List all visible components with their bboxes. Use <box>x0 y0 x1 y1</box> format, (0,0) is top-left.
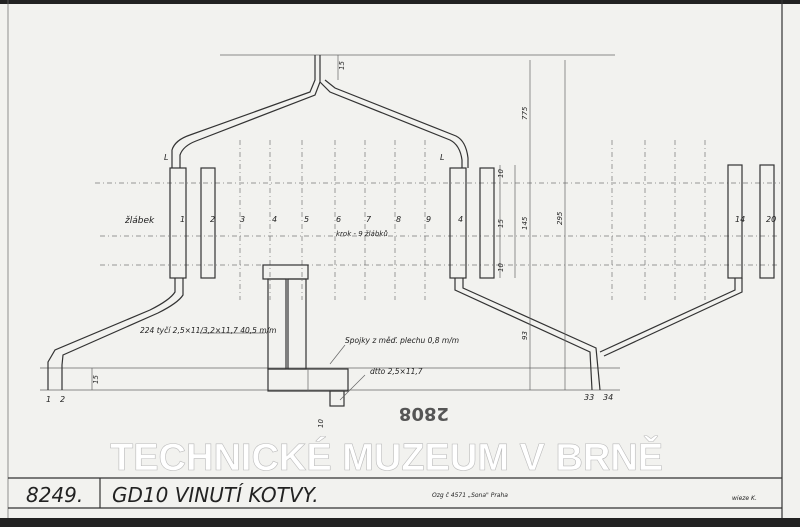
dimension-lines <box>91 55 566 390</box>
conductor-end: 34 <box>603 393 613 402</box>
slot-number: 8 <box>396 215 401 224</box>
dimension-value: 15 <box>497 219 505 228</box>
pitch-label: krok - 9 žlábků <box>336 230 388 238</box>
coil-left-half <box>47 55 321 390</box>
slot-number: 7 <box>366 215 372 224</box>
conductor-end: 2 <box>60 395 65 404</box>
dimension-value: 775 <box>521 106 529 120</box>
dimension-value: 145 <box>521 216 529 230</box>
origin-note: Ozg č 4571 „Sona" Praha <box>432 492 508 499</box>
dimension-value: 93 <box>521 331 529 340</box>
corner-mark: L <box>440 153 444 162</box>
conductor-end: 1 <box>46 395 51 404</box>
dimension-value: 15 <box>92 375 100 384</box>
slot-number: 4 <box>272 215 277 224</box>
drawing-title: GD10 VINUTÍ KOTVY. <box>112 483 319 507</box>
signature: wieze K. <box>732 495 757 502</box>
watermark: TECHNICKÉ MUZEUM V BRNĚ <box>110 435 663 479</box>
conductor-end: 33 <box>584 393 594 402</box>
slot-number: 1 <box>180 215 185 224</box>
ditto-label: dtto 2,5×11,7 <box>370 367 423 376</box>
connector-detail <box>200 264 366 407</box>
slot-number: 5 <box>304 215 309 224</box>
connectors-label: Spojky z měď. plechu 0,8 m/m <box>345 336 459 345</box>
dimension-value: 15 <box>338 61 346 70</box>
coil-right-half <box>319 79 775 391</box>
dimension-value: 10 <box>317 419 325 428</box>
mirrored-stamp: 2808 <box>399 403 449 424</box>
bars-label: 224 tyčí 2,5×11/3,2×11,7 40,5 m/m <box>140 326 276 335</box>
title-block: 8249. GD10 VINUTÍ KOTVY. Ozg č 4571 „Son… <box>8 477 782 509</box>
slot-number: 3 <box>240 215 245 224</box>
slot-label: žlábek <box>124 216 155 226</box>
dimension-value: 295 <box>556 211 564 225</box>
reference-lines <box>40 54 780 391</box>
corner-mark: L <box>164 153 168 162</box>
slot-number: 20 <box>766 215 776 224</box>
slot-number: 14 <box>735 215 745 224</box>
slot-number: 9 <box>426 215 431 224</box>
dimension-value: 10 <box>497 263 505 272</box>
slot-number: 6 <box>336 215 341 224</box>
drawing-number: 8249. <box>26 483 83 507</box>
slot-number: 4 <box>458 215 463 224</box>
slot-number: 2 <box>210 215 215 224</box>
dimension-value: 10 <box>497 169 505 178</box>
